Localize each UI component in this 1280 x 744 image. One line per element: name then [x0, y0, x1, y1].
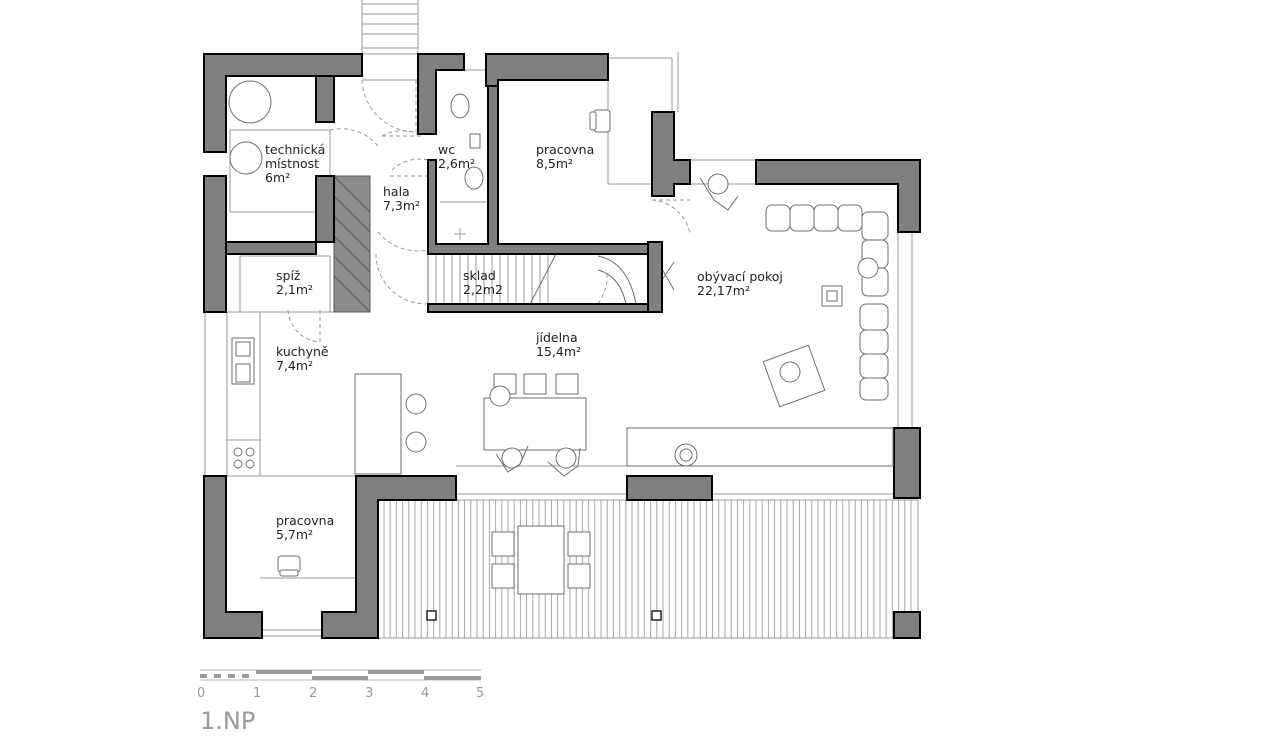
- room-label-obyvaci: obývací pokoj 22,17m²: [697, 269, 787, 298]
- walls: [203, 53, 921, 639]
- room-label-technicka: technická místnost 6m²: [265, 142, 329, 185]
- terrace-table: [426, 525, 662, 621]
- scale-tick-5: 5: [476, 686, 484, 701]
- scale-tick-4: 4: [421, 686, 429, 701]
- kitchen-counter: [227, 337, 427, 475]
- entrance-steps: [361, 3, 419, 49]
- room-label-sklad: sklad 2,2m2: [463, 268, 503, 297]
- terrace-deck: [383, 500, 912, 638]
- door-swings: [287, 79, 691, 343]
- room-label-spiz: spíž 2,1m²: [276, 268, 313, 297]
- room-label-pracovna-north: pracovna 8,5m²: [536, 142, 598, 171]
- desk-chair-north: [589, 109, 611, 133]
- room-label-hala: hala 7,3m²: [383, 184, 420, 213]
- dining-table: [483, 373, 587, 477]
- room-labels: technická místnost 6m² wc 2,6m² pracovna…: [265, 142, 787, 542]
- room-label-wc: wc 2,6m²: [438, 142, 475, 171]
- scale-tick-2: 2: [309, 686, 317, 701]
- scale-bar: 0 1 2 3 4 5: [197, 669, 484, 701]
- technical-room-tanks: [228, 80, 272, 175]
- scale-tick-1: 1: [253, 686, 261, 701]
- scale-tick-0: 0: [197, 686, 205, 701]
- scale-tick-3: 3: [365, 686, 373, 701]
- room-label-kuchyne: kuchyně 7,4m²: [276, 344, 333, 373]
- desk-chair-south: [277, 555, 301, 577]
- interior-lines: [204, 0, 918, 637]
- wc-fixtures: [450, 93, 484, 240]
- living-furniture: [699, 173, 889, 408]
- floor-title: 1.NP: [200, 707, 255, 735]
- room-label-pracovna-south: pracovna 5,7m²: [276, 513, 338, 542]
- room-label-jidelna: jídelna 15,4m²: [535, 330, 582, 359]
- sideboard: [626, 427, 894, 467]
